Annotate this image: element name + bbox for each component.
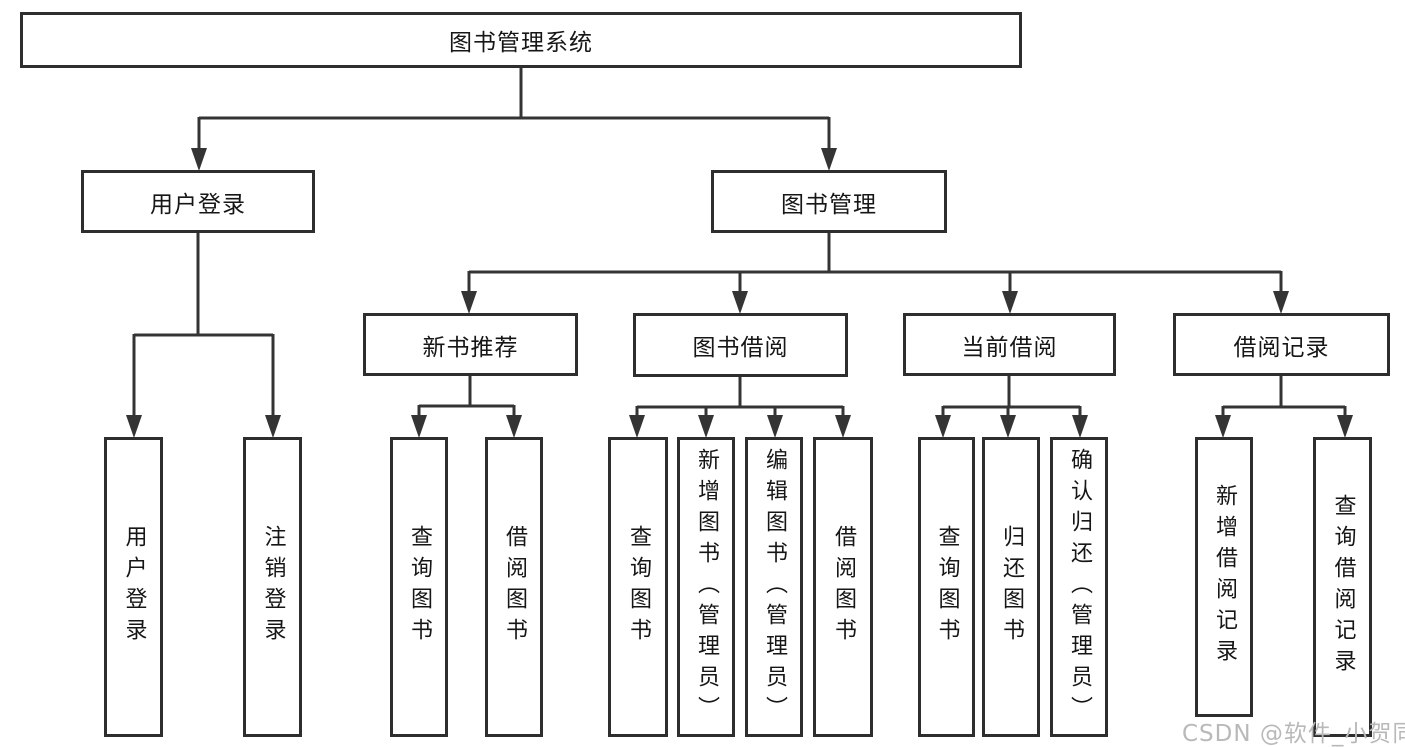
node-label: 注销登录 <box>260 525 286 649</box>
node-label: 图书管理系统 <box>449 30 593 56</box>
node-label: 查询图书 <box>626 525 651 649</box>
node-current-borrow: 当前借阅 <box>903 313 1116 376</box>
arrowheads <box>126 148 1353 438</box>
node-label: 查询借阅记录 <box>1330 494 1356 680</box>
node-borrow-records: 借阅记录 <box>1173 313 1390 376</box>
node-new-book-recommend: 新书推荐 <box>363 313 578 376</box>
leaf-query-borrow-record: 查询借阅记录 <box>1313 437 1372 737</box>
leaf-edit-books-admin: 编辑图书（管理员） <box>745 437 803 737</box>
leaf-query-books-recommend: 查询图书 <box>390 437 448 737</box>
leaf-logout: 注销登录 <box>243 437 302 737</box>
node-label: 借阅图书 <box>831 525 856 649</box>
leaf-borrow-books: 借阅图书 <box>813 437 873 737</box>
node-label: 新增借阅记录 <box>1212 484 1237 670</box>
node-label: 查询图书 <box>407 525 432 649</box>
node-book-management: 图书管理 <box>711 170 947 233</box>
node-label: 借阅记录 <box>1233 334 1330 361</box>
node-label: 新增图书（管理员） <box>694 447 719 727</box>
node-label: 图书管理 <box>781 191 877 218</box>
node-label: 查询图书 <box>934 525 960 649</box>
csdn-watermark: CSDN @软件_小贺同学 <box>1182 721 1405 747</box>
leaf-query-books-current: 查询图书 <box>918 437 975 737</box>
leaf-add-borrow-record: 新增借阅记录 <box>1195 437 1253 717</box>
node-label: 归还图书 <box>999 525 1024 649</box>
node-label: 新书推荐 <box>422 334 519 361</box>
node-library-system: 图书管理系统 <box>20 12 1022 68</box>
leaf-user-login: 用户登录 <box>104 437 163 737</box>
node-label: 借阅图书 <box>502 525 527 649</box>
node-label: 用户登录 <box>150 191 246 218</box>
node-label: 当前借阅 <box>961 334 1058 361</box>
node-user-login: 用户登录 <box>81 170 315 233</box>
leaf-borrow-books-recommend: 借阅图书 <box>485 437 543 737</box>
node-label: 编辑图书（管理员） <box>762 447 787 727</box>
leaf-add-books-admin: 新增图书（管理员） <box>677 437 735 737</box>
leaf-query-books-borrow: 查询图书 <box>608 437 668 737</box>
node-label: 确认归还（管理员） <box>1067 447 1092 727</box>
node-book-borrow: 图书借阅 <box>633 313 848 377</box>
leaf-confirm-return-admin: 确认归还（管理员） <box>1050 437 1108 737</box>
node-label: 图书借阅 <box>692 335 789 361</box>
node-label: 用户登录 <box>121 525 147 649</box>
leaf-return-books: 归还图书 <box>982 437 1040 737</box>
